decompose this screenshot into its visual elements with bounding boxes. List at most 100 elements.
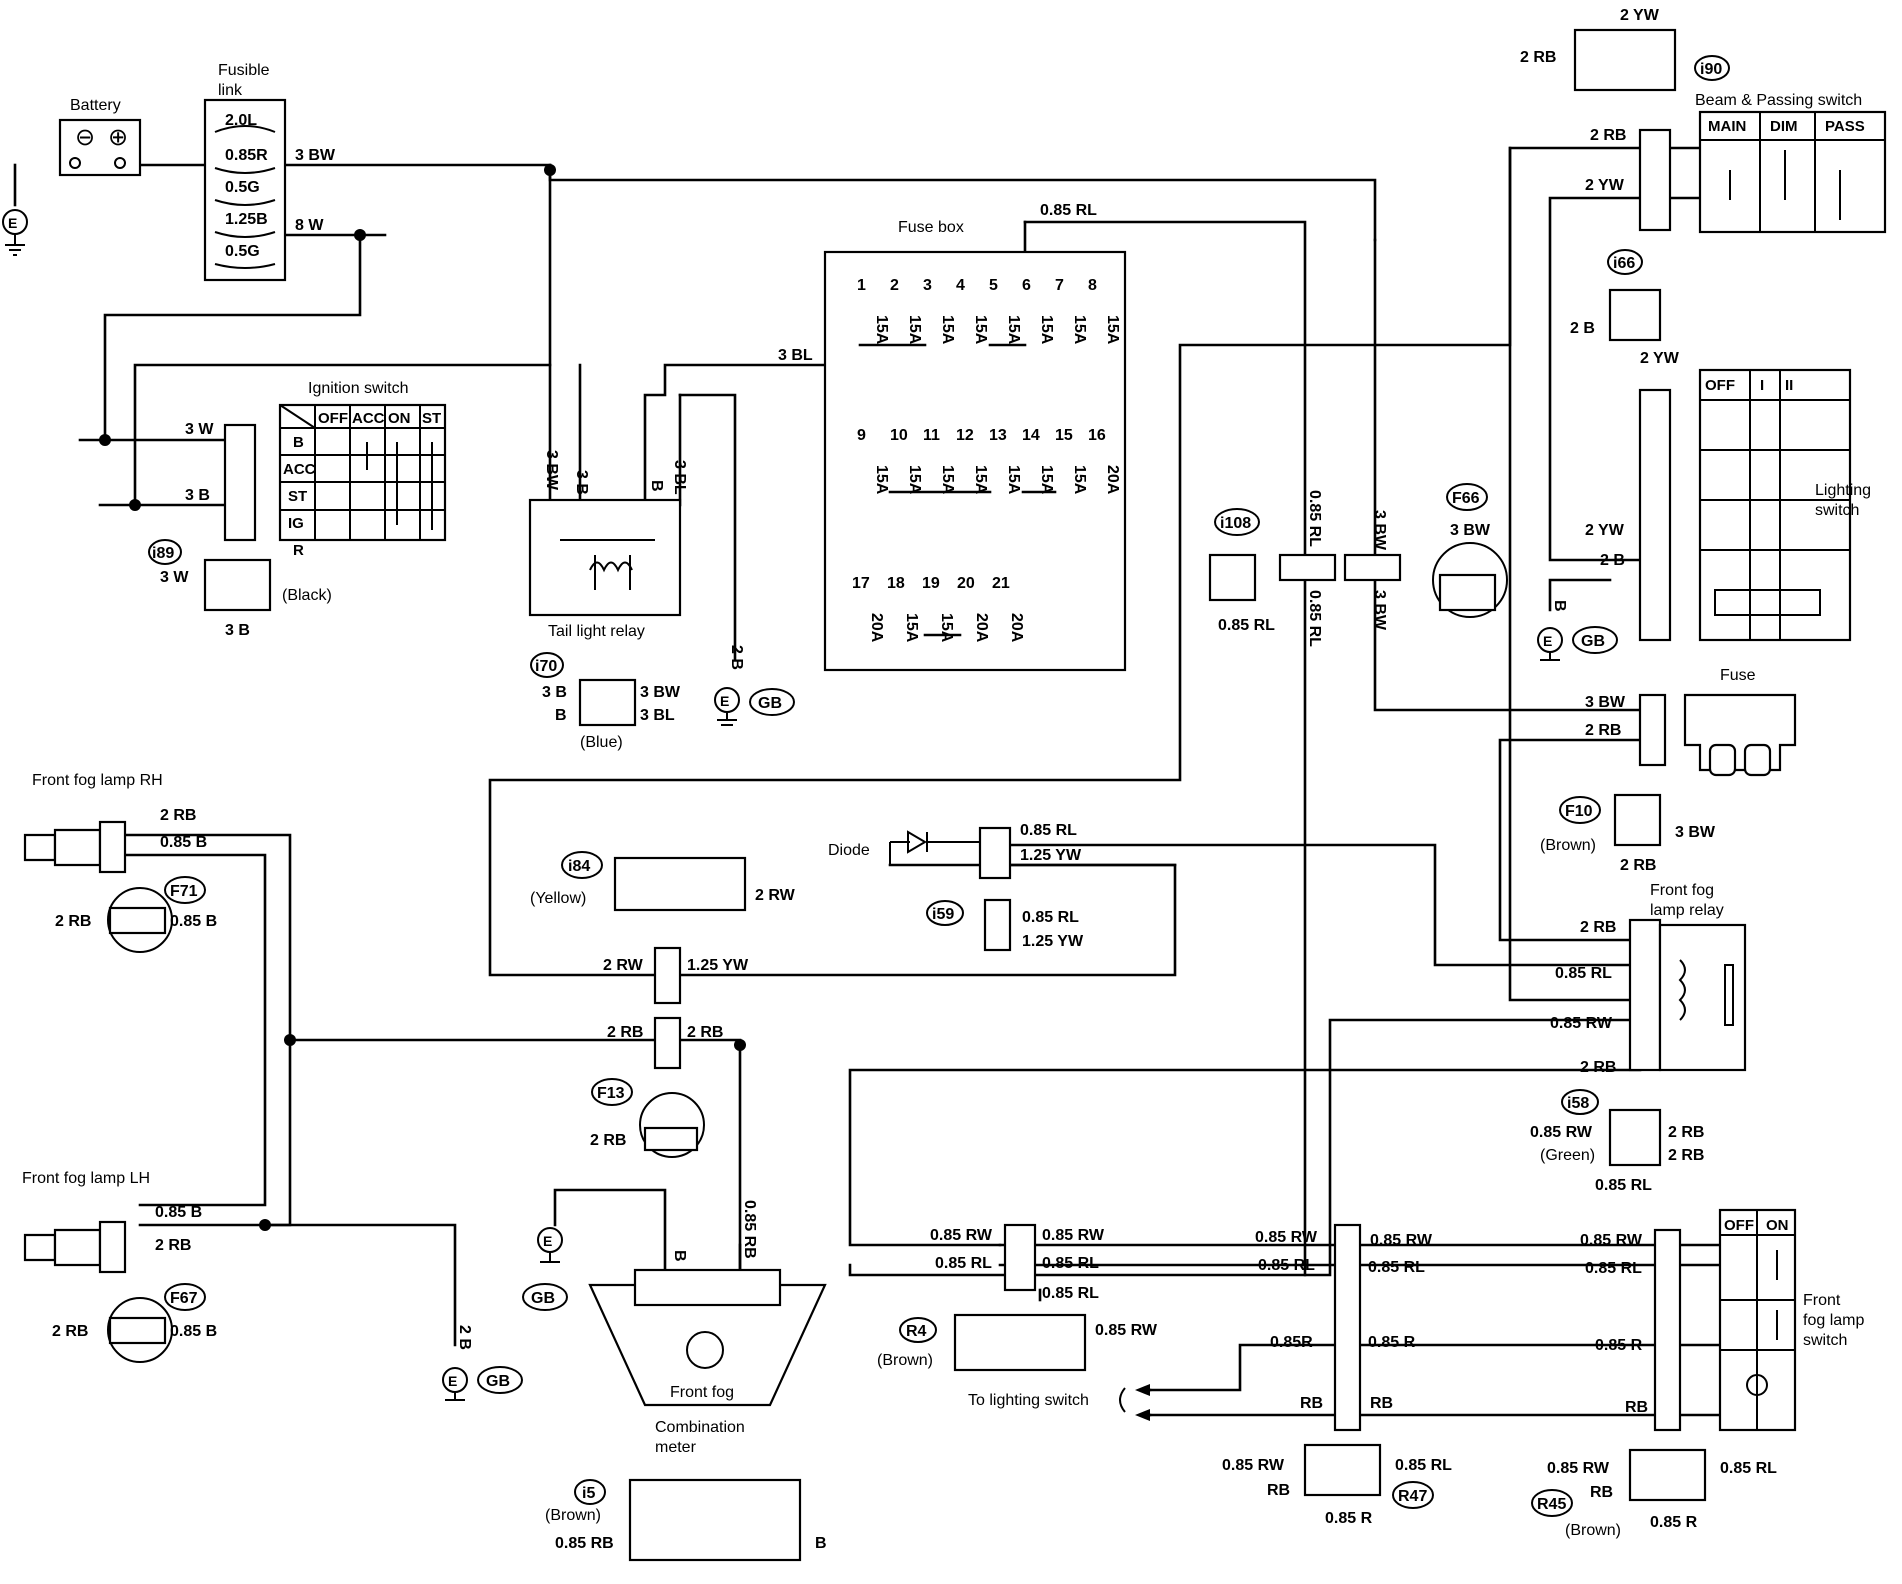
svg-text:fog lamp: fog lamp	[1803, 1312, 1864, 1329]
svg-text:I: I	[1760, 377, 1764, 394]
svg-text:i58: i58	[1567, 1095, 1589, 1112]
svg-text:3 B: 3 B	[225, 622, 250, 639]
svg-text:0.85 RL: 0.85 RL	[1595, 1177, 1652, 1194]
svg-text:20A: 20A	[1008, 613, 1025, 643]
svg-text:0.85 B: 0.85 B	[160, 834, 207, 851]
svg-text:R: R	[293, 542, 304, 559]
svg-text:0.5G: 0.5G	[225, 243, 260, 260]
fusible-link: Fusible link 2.0L 0.85R 0.5G 1.25B 0.5G	[203, 62, 287, 282]
svg-text:R45: R45	[1537, 1496, 1566, 1513]
svg-text:3 BW: 3 BW	[1371, 510, 1388, 551]
fuse-box: Fuse box	[823, 219, 1127, 672]
battery: Battery ⊖ ⊕	[58, 97, 142, 177]
diode-title: Diode	[828, 842, 870, 859]
svg-text:0.85 RB: 0.85 RB	[741, 1200, 758, 1259]
connector-F66: F66 3 BW	[1432, 483, 1508, 618]
svg-text:F10: F10	[1565, 803, 1593, 820]
svg-text:E: E	[720, 693, 729, 709]
svg-text:switch: switch	[1815, 502, 1859, 519]
ground-gb-3: E GB	[442, 1366, 523, 1401]
svg-text:B: B	[671, 1250, 688, 1262]
to-lighting-switch-title: To lighting switch	[968, 1392, 1089, 1409]
fuse-box-title: Fuse box	[898, 219, 964, 236]
svg-text:3 BL: 3 BL	[640, 707, 675, 724]
svg-text:DIM: DIM	[1770, 118, 1798, 135]
svg-text:0.85 RL: 0.85 RL	[1020, 822, 1077, 839]
svg-text:ON: ON	[1766, 1217, 1789, 1234]
svg-text:2 RW: 2 RW	[755, 887, 796, 904]
svg-text:i108: i108	[1220, 515, 1251, 532]
svg-text:3 B: 3 B	[542, 684, 567, 701]
svg-text:i84: i84	[568, 858, 590, 875]
svg-text:3 BW: 3 BW	[1675, 824, 1716, 841]
fusible-link-title: Fusible	[218, 62, 270, 79]
svg-text:0.85 RW: 0.85 RW	[1370, 1232, 1433, 1249]
connector-i90-top: 2 YW 2 RB i90	[1520, 7, 1730, 92]
svg-text:15A: 15A	[1038, 315, 1055, 345]
connector-R45: 0.85 RW RB 0.85 RL 0.85 R R45 (Brown)	[1531, 1448, 1777, 1539]
svg-text:15: 15	[1055, 427, 1073, 444]
svg-text:3: 3	[923, 277, 932, 294]
svg-text:F67: F67	[170, 1290, 198, 1307]
svg-text:(Brown): (Brown)	[877, 1352, 933, 1369]
svg-text:0.85R: 0.85R	[1270, 1334, 1313, 1351]
battery-positive-icon: ⊕	[108, 124, 128, 151]
svg-text:0.85 RL: 0.85 RL	[1042, 1285, 1099, 1302]
svg-text:0.85 RL: 0.85 RL	[935, 1255, 992, 1272]
svg-text:0.85 RW: 0.85 RW	[1547, 1460, 1610, 1477]
svg-text:4: 4	[956, 277, 965, 294]
svg-text:i90: i90	[1700, 61, 1722, 78]
svg-text:0.85 RW: 0.85 RW	[1222, 1457, 1285, 1474]
svg-text:OFF: OFF	[318, 410, 348, 427]
svg-text:2 RB: 2 RB	[1620, 857, 1656, 874]
svg-text:RB: RB	[1370, 1395, 1393, 1412]
svg-text:15A: 15A	[1071, 465, 1088, 495]
front-fog-lamp-switch-title: Front	[1803, 1292, 1841, 1309]
svg-text:3 B: 3 B	[185, 487, 210, 504]
svg-text:2 RB: 2 RB	[155, 1237, 191, 1254]
connector-i59: i59 0.85 RL 1.25 YW	[926, 898, 1084, 952]
svg-text:15A: 15A	[906, 315, 923, 345]
connector-R47-harness	[1333, 1223, 1362, 1432]
fuse-title: Fuse	[1720, 667, 1756, 684]
svg-text:0.85 RL: 0.85 RL	[1395, 1457, 1452, 1474]
combination-meter: Front fog Combination meter	[588, 1268, 827, 1456]
svg-text:GB: GB	[758, 695, 782, 712]
svg-text:15A: 15A	[938, 613, 955, 643]
battery-title: Battery	[70, 97, 121, 114]
ignition-switch-title: Ignition switch	[308, 380, 409, 397]
combination-meter-title: Combination	[655, 1419, 745, 1436]
svg-text:15A: 15A	[972, 465, 989, 495]
beam-passing-switch-title: Beam & Passing switch	[1695, 92, 1862, 109]
tail-light-relay-title: Tail light relay	[548, 623, 645, 640]
svg-text:2 RB: 2 RB	[55, 913, 91, 930]
ground-gb-1: E GB	[714, 687, 795, 726]
svg-text:F66: F66	[1452, 490, 1480, 507]
svg-text:(Brown): (Brown)	[1565, 1522, 1621, 1539]
svg-text:3 BL: 3 BL	[778, 347, 813, 364]
connector-i89: i89 3 W 3 B (Black)	[148, 539, 332, 639]
svg-text:RB: RB	[1625, 1399, 1648, 1416]
svg-text:3 W: 3 W	[185, 421, 214, 438]
svg-text:3 BW: 3 BW	[295, 147, 336, 164]
svg-text:0.85 RL: 0.85 RL	[1306, 490, 1323, 547]
svg-text:2: 2	[890, 277, 899, 294]
svg-text:2 YW: 2 YW	[1620, 7, 1660, 24]
svg-text:2 RB: 2 RB	[590, 1132, 626, 1149]
svg-text:2 B: 2 B	[456, 1325, 473, 1350]
svg-text:2 YW: 2 YW	[1585, 177, 1625, 194]
svg-text:link: link	[218, 82, 243, 99]
svg-text:0.85 RW: 0.85 RW	[930, 1227, 993, 1244]
svg-text:2 B: 2 B	[1600, 552, 1625, 569]
svg-text:switch: switch	[1803, 1332, 1847, 1349]
svg-text:B: B	[555, 707, 567, 724]
svg-text:16: 16	[1088, 427, 1106, 444]
connector-inline-3	[653, 946, 682, 1005]
svg-text:lamp relay: lamp relay	[1650, 902, 1724, 919]
svg-text:0.85 RL: 0.85 RL	[1306, 590, 1323, 647]
svg-text:19: 19	[922, 575, 940, 592]
svg-text:GB: GB	[486, 1373, 510, 1390]
svg-text:6: 6	[1022, 277, 1031, 294]
svg-text:15A: 15A	[873, 315, 890, 345]
